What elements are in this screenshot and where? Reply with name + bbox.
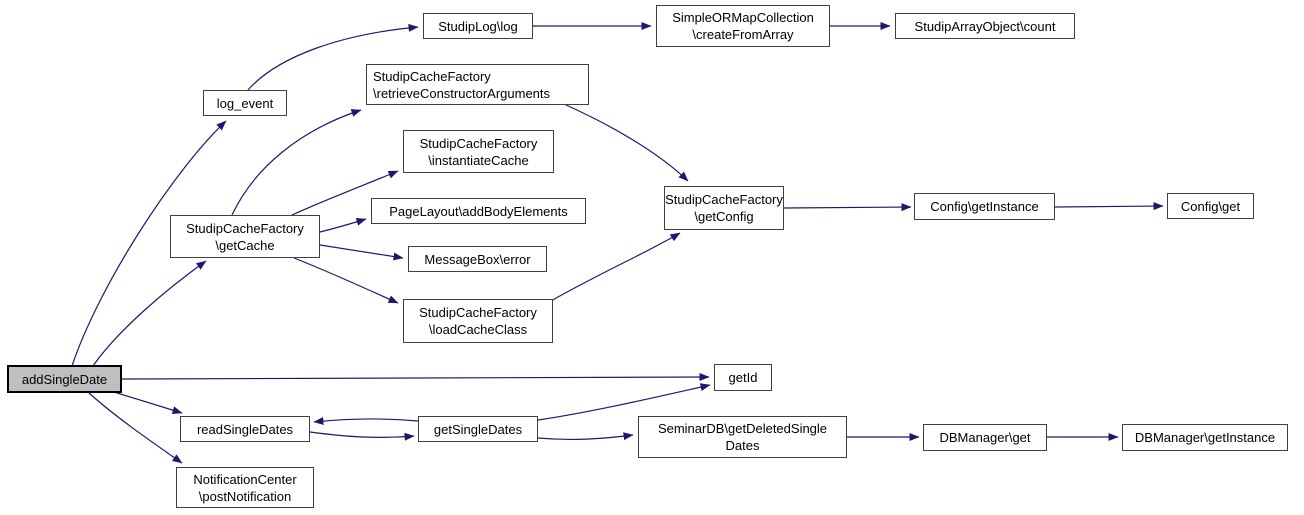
node-log-event[interactable]: log_event — [203, 90, 287, 116]
node-label: \retrieveConstructorArguments — [373, 85, 551, 101]
node-getsingledates[interactable]: getSingleDates — [418, 416, 538, 442]
node-label: StudipCacheFactory — [373, 68, 491, 84]
edge-configGetInstance-configGet — [1054, 202, 1164, 211]
node-label: \loadCacheClass — [428, 322, 528, 337]
node-label: getSingleDates — [433, 421, 523, 437]
edge-getConfig-configGetInstance — [783, 203, 912, 212]
node-notificationcenter-postnotification[interactable]: NotificationCenter \postNotification — [176, 467, 314, 508]
node-studipcachefactory-getconfig[interactable]: StudipCacheFactory \getConfig — [664, 186, 784, 230]
node-studiparrayobject-count[interactable]: StudipArrayObject\count — [895, 13, 1075, 39]
node-label: \getConfig — [694, 209, 754, 224]
edge-addSingleDate-readSingleDates — [113, 391, 183, 415]
node-label: Config\getInstance — [930, 199, 1039, 214]
node-studipcachefactory-retrieveconstructorarguments[interactable]: StudipCacheFactory \retrieveConstructorA… — [366, 64, 589, 105]
node-label: StudipLog\log — [438, 18, 518, 34]
node-label: \createFromArray — [692, 27, 794, 42]
node-seminardb-getdeletedsingledates[interactable]: SeminarDB\getDeletedSingle Dates — [638, 416, 847, 458]
node-getid[interactable]: getId — [714, 364, 772, 391]
node-label: DBManager\getInstance — [1134, 430, 1276, 445]
node-studipcachefactory-loadcacheclass[interactable]: StudipCacheFactory \loadCacheClass — [403, 299, 553, 343]
node-label: \postNotification — [198, 488, 292, 504]
node-label: DBManager\get — [939, 430, 1031, 445]
node-label: NotificationCenter — [193, 471, 297, 487]
node-label: StudipCacheFactory — [419, 135, 538, 151]
edge-retrieveArgs-getConfig — [565, 104, 689, 182]
node-label: addSingleDate — [21, 371, 108, 387]
edge-loadCacheClass-getConfig — [550, 232, 681, 302]
node-label: Config\get — [1180, 198, 1241, 214]
node-pagelayout-addbodyelements[interactable]: PageLayout\addBodyElements — [371, 198, 586, 224]
node-label: readSingleDates — [196, 421, 294, 437]
node-config-get[interactable]: Config\get — [1167, 193, 1254, 219]
node-simpleormapcollection-createfromarray[interactable]: SimpleORMapCollection \createFromArray — [656, 5, 830, 47]
node-label: MessageBox\error — [424, 251, 531, 267]
node-label: \getCache — [215, 237, 275, 253]
node-messagebox-error[interactable]: MessageBox\error — [408, 246, 547, 272]
node-label: StudipCacheFactory — [186, 220, 304, 236]
node-label: getId — [728, 370, 758, 385]
node-label: SimpleORMapCollection — [672, 10, 814, 25]
node-dbmanager-get[interactable]: DBManager\get — [923, 424, 1047, 451]
edge-getCache-messageBox — [319, 244, 404, 261]
node-label: PageLayout\addBodyElements — [389, 203, 568, 219]
edge-getCache-pageLayout — [319, 218, 367, 233]
node-label: StudipCacheFactory — [419, 305, 537, 320]
node-label: StudipArrayObject\count — [914, 18, 1056, 34]
edge-getCache-loadCacheClass — [293, 257, 399, 304]
node-studiplog-log[interactable]: StudipLog\log — [423, 13, 533, 39]
node-readsingledates[interactable]: readSingleDates — [180, 416, 310, 442]
node-label: StudipCacheFactory — [665, 192, 783, 207]
node-label: Dates — [725, 438, 760, 453]
edge-getSingleDates-readSingleDates — [313, 417, 419, 425]
node-label: log_event — [216, 95, 274, 111]
node-label: \instantiateCache — [428, 152, 529, 168]
node-label: SeminarDB\getDeletedSingle — [657, 421, 828, 436]
edge-addSingleDate-getCache — [92, 260, 207, 367]
node-dbmanager-getinstance[interactable]: DBManager\getInstance — [1122, 424, 1288, 451]
edge-addSingleDate-postNotification — [87, 391, 183, 464]
node-studipcachefactory-instantiatecache[interactable]: StudipCacheFactory \instantiateCache — [403, 130, 554, 173]
edge-getSingleDates-getId — [537, 383, 711, 421]
node-addSingleDate: addSingleDate — [7, 365, 122, 393]
edge-getCache-retrieveArgs — [231, 109, 362, 216]
node-studipcachefactory-getcache[interactable]: StudipCacheFactory \getCache — [170, 215, 320, 258]
node-config-getinstance[interactable]: Config\getInstance — [914, 193, 1055, 220]
edge-getSingleDates-seminarDb — [537, 432, 634, 441]
edge-addSingleDate-getId — [121, 373, 710, 382]
edge-readSingleDates-getSingleDates — [309, 431, 415, 441]
